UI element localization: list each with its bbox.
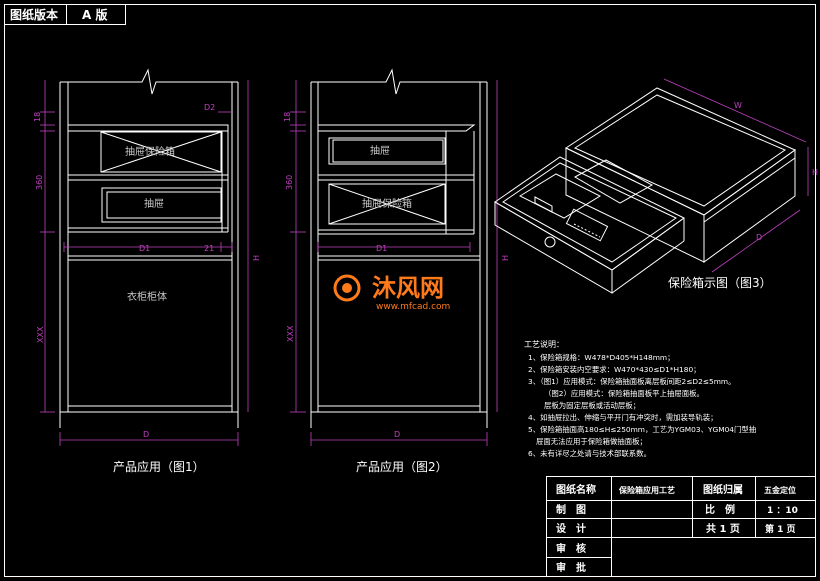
dim-d2-1: D2: [204, 103, 215, 112]
dim-d1-2: D1: [376, 244, 387, 253]
figure-1-dimensions: [40, 80, 249, 446]
fig1-upper-label: 抽屉保险箱: [125, 145, 175, 158]
fig1-lower-label: 抽屉: [144, 197, 164, 210]
fig1-caption: 产品应用（图1）: [113, 459, 205, 474]
version-value: A 版: [82, 7, 107, 22]
tb-r1c4: 五金定位: [764, 485, 796, 495]
dim-xxx-2: XXX: [286, 325, 295, 342]
shelf: [67, 124, 229, 132]
fig2-caption: 产品应用（图2）: [356, 459, 448, 474]
dim-21-1: 21: [204, 244, 214, 253]
tb-r2c3: 比 例: [705, 503, 735, 516]
shelf-2: [317, 124, 476, 132]
tb-r2c1: 制 图: [556, 503, 586, 516]
figure-3-dimensions: [663, 78, 809, 273]
tb-r3c1: 设 计: [556, 522, 586, 535]
tb-r5c1: 审 批: [556, 561, 586, 574]
break-line: [60, 68, 238, 95]
notes-title: 工艺说明：: [524, 339, 564, 349]
dim-360-1: 360: [35, 175, 44, 190]
upper-drawer-box: [100, 131, 222, 173]
notes-line: 5、保险箱抽面高180≤H≤250mm，工艺为YGM03、YGM04门型抽: [528, 425, 756, 434]
drawing-border: [4, 4, 816, 577]
dim-360-2: 360: [285, 175, 294, 190]
figure-3-safe: [494, 87, 796, 294]
watermark-url: www.mfcad.com: [376, 302, 450, 312]
figure-2-dimensions: [290, 80, 498, 446]
lower-drawer-box-2: [328, 183, 446, 225]
fig3-caption: 保险箱示图（图3）: [668, 275, 772, 290]
notes-line: 4、如抽屉拉出、伸缩与平开门有冲突时，需加装导轨装；: [528, 413, 717, 422]
notes-line: 2、保险箱安装内空要求：W470*430≤D1*H180；: [528, 365, 701, 374]
dim-d-1: D: [143, 430, 149, 439]
dim-w-3: W: [734, 101, 742, 110]
tb-r3c3: 共 1 页: [706, 522, 740, 535]
tb-r1c1: 图纸名称: [556, 483, 596, 496]
tb-r3c4: 第 1 页: [765, 523, 796, 535]
dim-top-1: 18: [33, 112, 42, 122]
version-header: 图纸版本 A 版: [4, 4, 126, 25]
notes-line: 6、未有详尽之处请与技术部联系数。: [528, 449, 651, 458]
upper-drawer-box-2: [328, 137, 446, 165]
fig2-lower-label: 抽屉保险箱: [362, 197, 412, 210]
dim-h-3: H: [812, 168, 818, 177]
tb-r1c2: 保险箱应用工艺: [618, 485, 675, 495]
figure-2: [310, 68, 488, 428]
fig2-upper-label: 抽屉: [370, 144, 390, 157]
notes-line: 3、（图1）应用模式：保险箱抽面板离层板间距2≤D2≤5mm。: [528, 377, 736, 386]
tb-r4c1: 审 核: [556, 542, 586, 555]
fig1-cabinet-label: 衣柜柜体: [127, 290, 167, 303]
keypad-panel: [565, 208, 609, 242]
notes-line: （图2）应用模式：保险箱抽面板平上抽屉面板。: [544, 389, 704, 398]
notes-line: 层板为固定层板或活动层板；: [544, 401, 640, 410]
break-line-2: [311, 68, 487, 95]
watermark-logo-icon: [333, 274, 361, 302]
dim-d1-1: D1: [139, 244, 150, 253]
dim-h-1: H: [252, 255, 261, 261]
dim-h-2: H: [501, 255, 510, 261]
tb-r2c4: 1 ：10: [767, 506, 798, 516]
dim-d-2: D: [394, 430, 400, 439]
watermark-brand: 沐风网: [372, 274, 444, 302]
notes-line: 1、保险箱规格：W478*D405*H148mm；: [528, 353, 675, 362]
lock-icon: [544, 236, 556, 248]
version-label: 图纸版本: [10, 7, 58, 22]
dim-d-3: D: [756, 233, 762, 242]
process-notes: 工艺说明： 1、保险箱规格：W478*D405*H148mm； 2、保险箱安装内…: [524, 339, 756, 458]
drawer-front: [494, 201, 613, 294]
title-block: [546, 476, 816, 577]
dim-top-2: 18: [283, 112, 292, 122]
dim-xxx-1: XXX: [36, 326, 45, 343]
watermark: 沐风网 www.mfcad.com: [333, 274, 450, 312]
display-panel: [534, 196, 553, 213]
notes-line: 屉面无法应用于保险箱做抽面板；: [536, 437, 647, 446]
tb-r1c3: 图纸归属: [703, 483, 743, 496]
